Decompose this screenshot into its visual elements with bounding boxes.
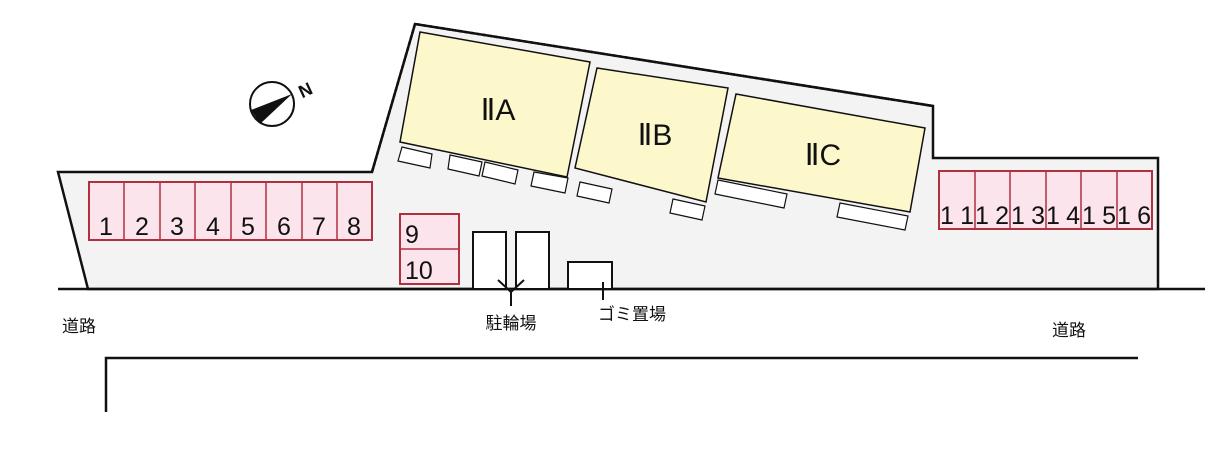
lot-boundary-dashed [370,22,934,173]
building-IIC [714,93,926,231]
bicycle-parking-label: 駐輪場 [486,314,537,334]
parking-space-6: 6 [277,213,291,241]
garbage-area [567,261,613,300]
road-label-left: 道路 [62,317,96,337]
bicycle-parking [472,231,550,306]
road-label-right: 道路 [1052,321,1086,341]
north-compass-icon: N [249,79,316,127]
building-label-IIC: ⅡC [805,139,841,172]
parking-space-8: 8 [347,213,361,241]
parking-group-right [938,170,1153,230]
building-IIB [574,67,729,221]
parking-group-middle [399,213,460,285]
parking-group-left [88,181,373,241]
parking-space-1: 1 [99,213,113,241]
parking-space-2: 2 [135,213,149,241]
parking-space-4: 4 [206,213,220,241]
building-label-IIB: ⅡB [638,119,673,152]
building-label-IIA: ⅡA [481,94,516,127]
road-edge-bottom [104,356,1138,412]
parking-space-7: 7 [312,213,326,241]
svg-text:N: N [295,79,315,103]
parking-space-10: 10 [405,257,433,285]
parking-space-3: 3 [170,213,184,241]
parking-space-5: 5 [241,213,255,241]
garbage-area-label: ゴミ置場 [598,304,666,325]
parking-space-9: 9 [405,221,419,249]
building-IIA [397,31,591,194]
